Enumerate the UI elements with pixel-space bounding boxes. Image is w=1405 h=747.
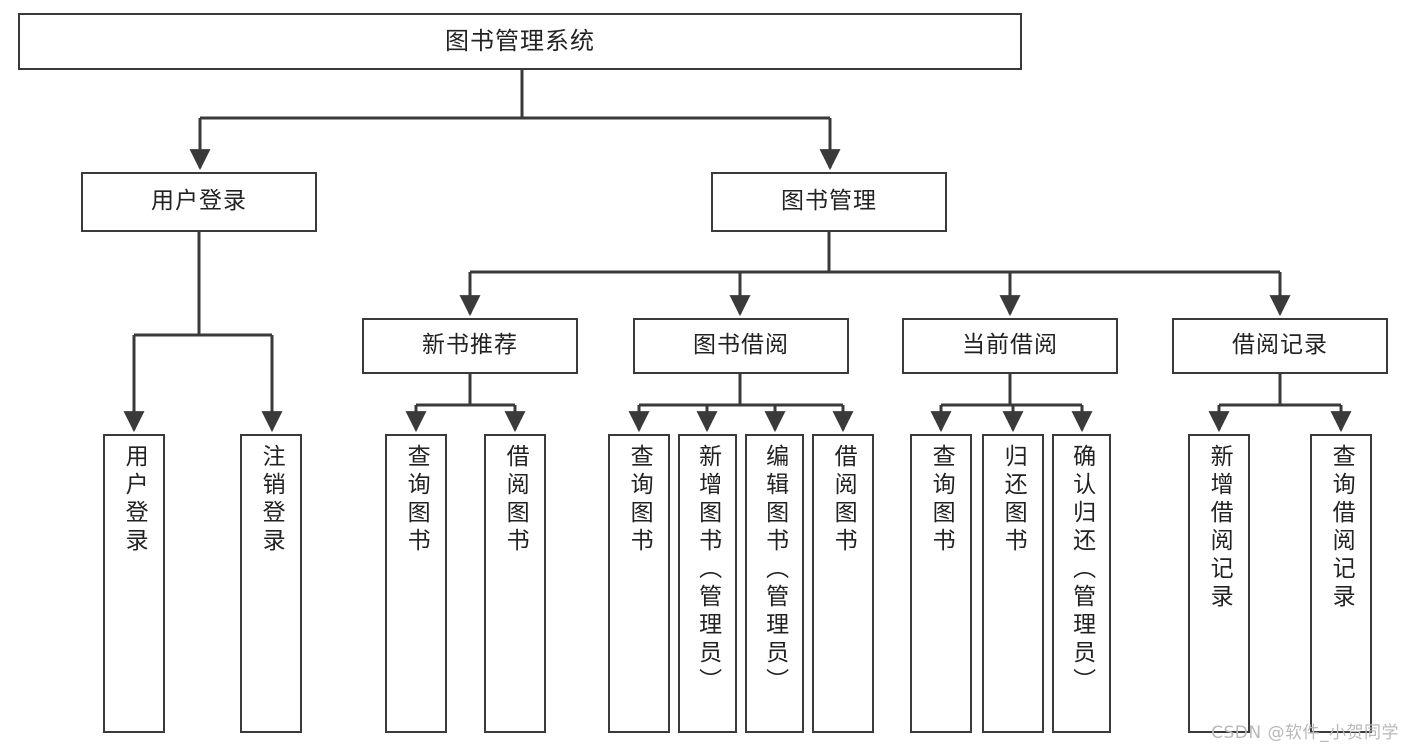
node-leaf-query-book-cur-label: 查询图书 bbox=[928, 444, 955, 556]
node-borrow-record-label: 借阅记录 bbox=[1232, 332, 1328, 359]
edges-new-book-recommend bbox=[405, 374, 526, 433]
node-borrow-record[interactable]: 借阅记录 bbox=[1172, 318, 1388, 374]
node-leaf-user-login-label: 用户登录 bbox=[121, 444, 148, 556]
node-user-login-label: 用户登录 bbox=[151, 188, 247, 215]
node-current-borrow-label: 当前借阅 bbox=[962, 332, 1058, 359]
edges-root bbox=[189, 70, 841, 171]
node-leaf-query-book-rec-label: 查询图书 bbox=[403, 444, 430, 556]
node-leaf-confirm-return[interactable]: 确认归还（管理员） bbox=[1052, 434, 1111, 733]
node-leaf-query-book-cur[interactable]: 查询图书 bbox=[910, 434, 972, 733]
node-leaf-logout[interactable]: 注销登录 bbox=[240, 434, 302, 733]
node-leaf-add-book[interactable]: 新增图书（管理员） bbox=[678, 434, 737, 733]
node-root-label: 图书管理系统 bbox=[445, 27, 595, 56]
node-leaf-logout-label: 注销登录 bbox=[258, 444, 285, 556]
node-leaf-query-record-label: 查询借阅记录 bbox=[1328, 444, 1355, 612]
node-leaf-borrow-book-rec[interactable]: 借阅图书 bbox=[484, 434, 546, 733]
node-current-borrow[interactable]: 当前借阅 bbox=[902, 318, 1118, 374]
edges-borrow-record bbox=[1208, 374, 1352, 433]
node-leaf-add-record-label: 新增借阅记录 bbox=[1206, 444, 1233, 612]
node-leaf-query-book-borrow-label: 查询图书 bbox=[626, 444, 653, 556]
node-leaf-add-record[interactable]: 新增借阅记录 bbox=[1188, 434, 1250, 733]
node-leaf-query-book-borrow[interactable]: 查询图书 bbox=[608, 434, 670, 733]
node-book-borrow-label: 图书借阅 bbox=[693, 332, 789, 359]
node-book-manage[interactable]: 图书管理 bbox=[711, 172, 947, 232]
node-leaf-borrow-book[interactable]: 借阅图书 bbox=[812, 434, 874, 733]
node-new-book-recommend-label: 新书推荐 bbox=[422, 332, 518, 359]
node-leaf-query-book-rec[interactable]: 查询图书 bbox=[385, 434, 447, 733]
node-leaf-return-book-label: 归还图书 bbox=[1000, 444, 1027, 556]
edges-book-borrow bbox=[628, 374, 854, 433]
node-user-login[interactable]: 用户登录 bbox=[81, 172, 317, 232]
node-new-book-recommend[interactable]: 新书推荐 bbox=[362, 318, 578, 374]
node-book-manage-label: 图书管理 bbox=[781, 188, 877, 215]
node-leaf-edit-book-label: 编辑图书（管理员） bbox=[761, 444, 788, 696]
node-leaf-confirm-return-label: 确认归还（管理员） bbox=[1068, 444, 1095, 696]
csdn-watermark: CSDN @软件_小贺同学 bbox=[1211, 723, 1399, 743]
node-book-borrow[interactable]: 图书借阅 bbox=[633, 318, 849, 374]
edges-book-manage bbox=[459, 232, 1291, 317]
edges-current-borrow bbox=[930, 374, 1093, 433]
node-root[interactable]: 图书管理系统 bbox=[18, 13, 1022, 70]
edges-user-login bbox=[123, 232, 283, 433]
node-leaf-return-book[interactable]: 归还图书 bbox=[982, 434, 1044, 733]
node-leaf-borrow-book-label: 借阅图书 bbox=[830, 444, 857, 556]
node-leaf-borrow-book-rec-label: 借阅图书 bbox=[502, 444, 529, 556]
node-leaf-edit-book[interactable]: 编辑图书（管理员） bbox=[745, 434, 804, 733]
node-leaf-add-book-label: 新增图书（管理员） bbox=[694, 444, 721, 696]
node-leaf-query-record[interactable]: 查询借阅记录 bbox=[1310, 434, 1372, 733]
node-leaf-user-login[interactable]: 用户登录 bbox=[103, 434, 165, 733]
